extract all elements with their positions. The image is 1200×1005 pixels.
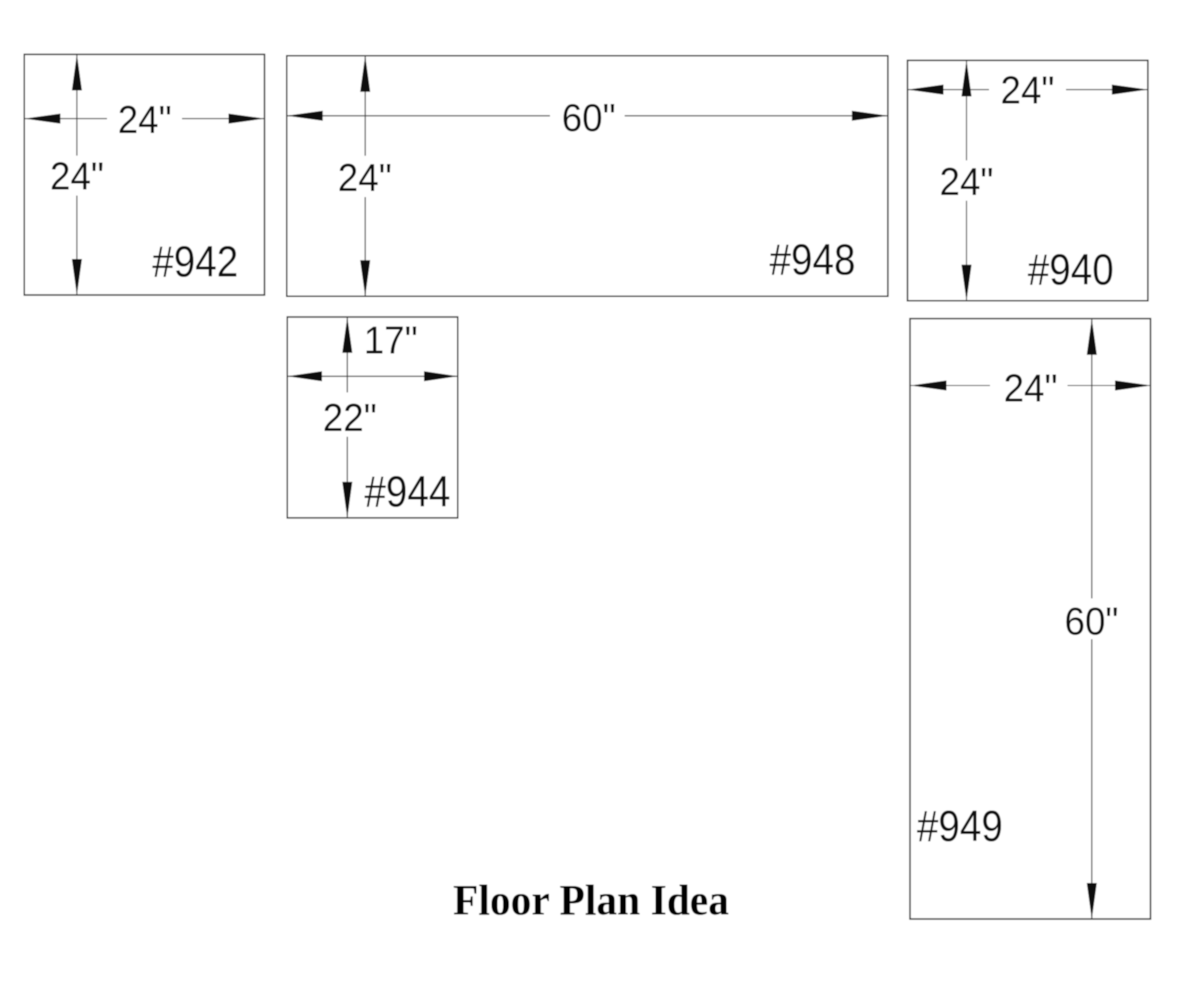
svg-text:22": 22" bbox=[323, 397, 377, 440]
svg-text:#948: #948 bbox=[770, 235, 856, 284]
svg-text:#942: #942 bbox=[152, 238, 238, 287]
svg-text:#944: #944 bbox=[364, 467, 450, 516]
svg-text:24": 24" bbox=[1001, 69, 1055, 112]
svg-text:#940: #940 bbox=[1028, 245, 1114, 294]
svg-text:24": 24" bbox=[50, 155, 104, 198]
svg-text:17": 17" bbox=[364, 319, 418, 362]
svg-text:Floor Plan Idea: Floor Plan Idea bbox=[453, 878, 729, 925]
svg-text:24": 24" bbox=[118, 99, 172, 142]
svg-text:#949: #949 bbox=[917, 802, 1003, 851]
svg-text:60": 60" bbox=[1065, 600, 1119, 643]
svg-text:24": 24" bbox=[338, 157, 392, 200]
svg-text:24": 24" bbox=[940, 161, 994, 204]
svg-text:24": 24" bbox=[1004, 367, 1058, 410]
svg-text:60": 60" bbox=[562, 97, 616, 140]
